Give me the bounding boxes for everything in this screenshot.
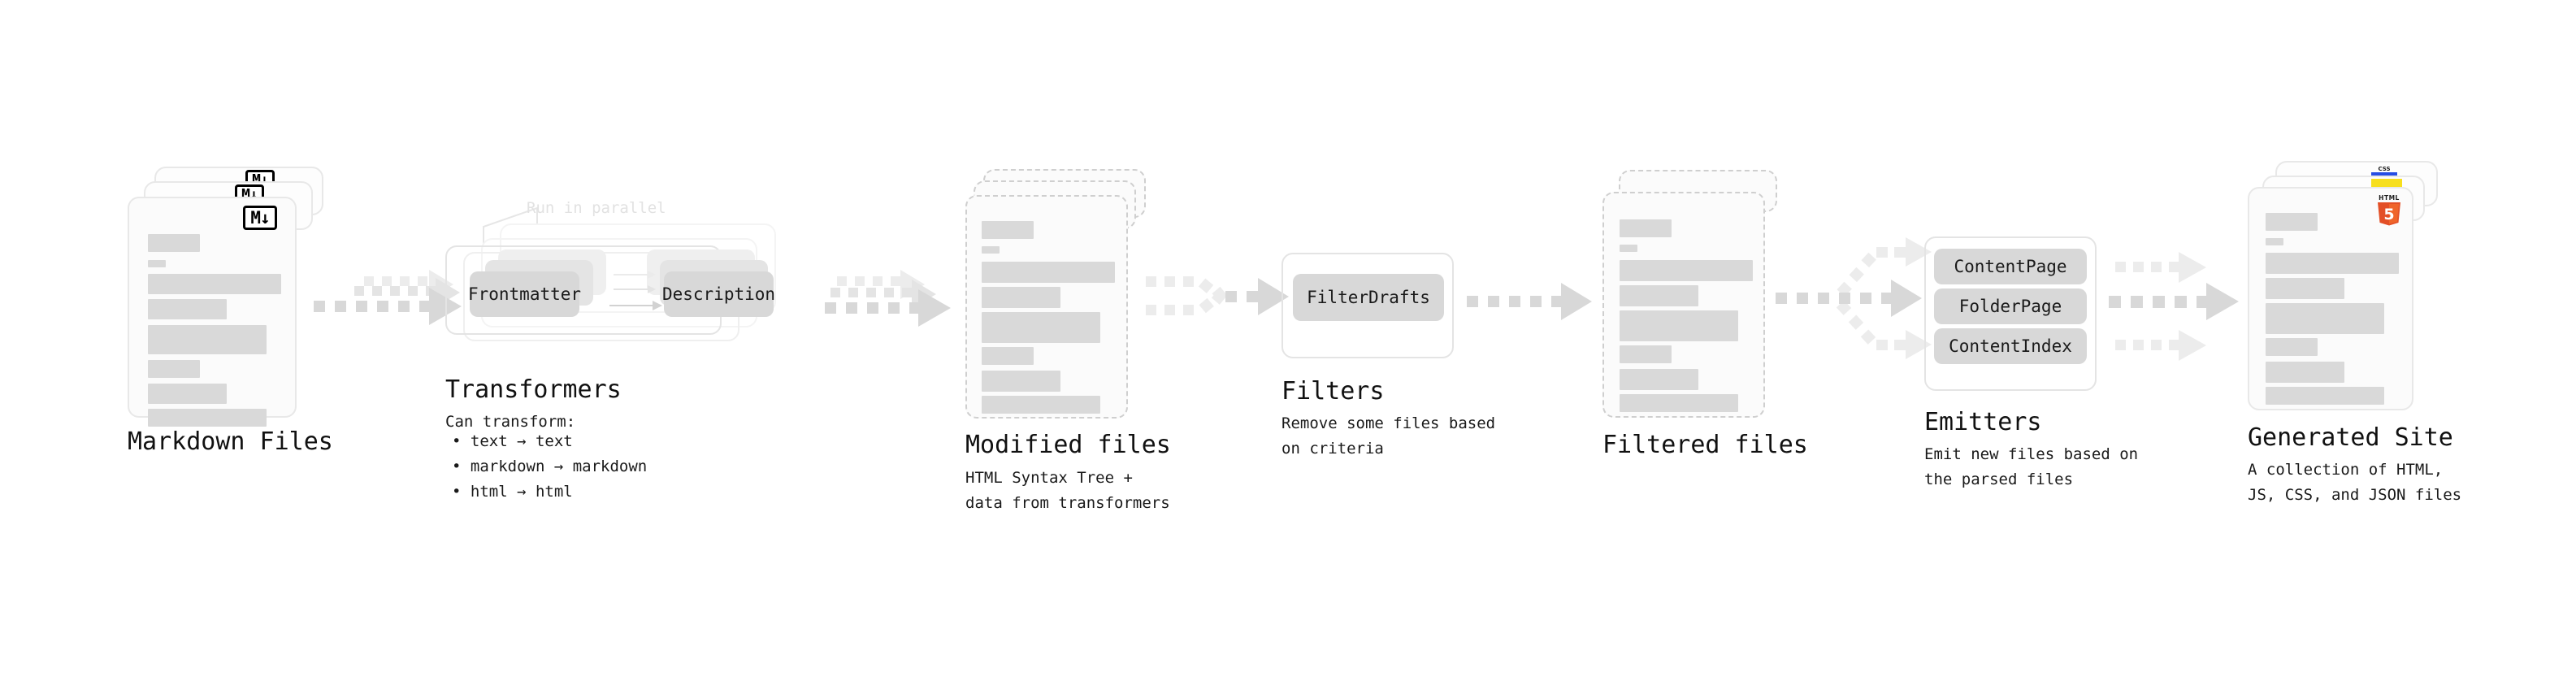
stage-title-filters: Filters: [1281, 377, 1385, 406]
svg-text:CSS: CSS: [2378, 166, 2390, 172]
skeleton-bar: [982, 347, 1034, 365]
stage-title-emitters: Emitters: [1924, 408, 2042, 436]
arrow-modified-to-filters: [1146, 276, 1289, 315]
skeleton-bar: [2266, 387, 2384, 405]
skeleton-bar: [1620, 394, 1738, 412]
skeleton-bar: [2266, 278, 2344, 299]
skeleton-bar: [1620, 369, 1698, 390]
skeleton-bar: [982, 262, 1115, 283]
skeleton-bar: [2266, 238, 2283, 245]
transformer-inner-arrows: [609, 271, 662, 310]
filter-node-filterdrafts[interactable]: FilterDrafts: [1293, 274, 1444, 321]
skeleton-bar: [2266, 213, 2318, 231]
emitters-box: [1924, 236, 2097, 391]
generated-site-subtitle: A collection of HTML, JS, CSS, and JSON …: [2248, 461, 2462, 504]
arrow-markdown-to-transformers: [314, 270, 462, 325]
skeleton-bar: [1620, 345, 1672, 363]
skeleton-bar: [982, 371, 1060, 392]
stage-title-generated-site: Generated Site: [2248, 423, 2453, 452]
run-in-parallel-label: Run in parallel: [527, 199, 666, 217]
skeleton-bar: [2266, 338, 2318, 356]
skeleton-bar: [148, 299, 227, 319]
emitters-subtitle: Emit new files based on the parsed files: [1924, 445, 2139, 488]
skeleton-bar: [1620, 260, 1753, 281]
skeleton-bar: [1620, 219, 1672, 237]
skeleton-bar: [1620, 285, 1698, 306]
skeleton-bar: [148, 274, 281, 294]
skeleton-bar: [148, 360, 200, 378]
arrow-filters-to-filtered: [1467, 283, 1592, 320]
skeleton-bar: [148, 260, 166, 267]
skeleton-bar: [148, 325, 267, 354]
skeleton-bar: [982, 246, 1000, 254]
modified-files-subtitle: HTML Syntax Tree + data from transformer…: [965, 469, 1170, 512]
skeleton-bar: [982, 287, 1060, 308]
css3-icon: CSS: [2371, 166, 2397, 176]
transformers-bullet-list: • text → text • markdown → markdown • ht…: [452, 429, 647, 504]
html5-icon: HTML 5: [2378, 194, 2400, 226]
transformers-bullet: • html → html: [452, 482, 573, 501]
transformers-caption: Can transform:: [445, 413, 576, 431]
svg-text:HTML: HTML: [2379, 194, 2400, 202]
skeleton-bar: [982, 396, 1100, 414]
skeleton-bar: [2266, 362, 2344, 383]
arrow-filtered-to-emitters: [1776, 237, 1932, 359]
skeleton-bar: [1620, 310, 1738, 341]
run-in-parallel-bracket: [483, 206, 538, 245]
transformers-bullet: • text → text: [452, 432, 573, 450]
emitter-node-folderpage[interactable]: FolderPage: [1934, 288, 2087, 324]
skeleton-bar: [982, 312, 1100, 343]
emitter-node-contentindex[interactable]: ContentIndex: [1934, 328, 2087, 364]
skeleton-bar: [148, 409, 267, 427]
transformers-bullet: • markdown → markdown: [452, 457, 648, 475]
skeleton-bar: [148, 234, 200, 252]
emitter-node-contentpage[interactable]: ContentPage: [1934, 249, 2087, 284]
arrow-emitters-to-site: [2109, 252, 2239, 361]
stage-title-transformers: Transformers: [445, 375, 622, 404]
skeleton-bar: [1620, 245, 1637, 252]
arrow-transformers-to-modified: [825, 270, 951, 327]
filters-box: [1281, 253, 1454, 358]
transformer-node-frontmatter[interactable]: Frontmatter: [468, 271, 581, 317]
stage-title-modified-files: Modified files: [965, 431, 1171, 459]
svg-text:5: 5: [2383, 206, 2394, 223]
stage-title-markdown-files: Markdown Files: [128, 427, 333, 456]
stage-title-filtered-files: Filtered files: [1602, 431, 1808, 459]
skeleton-bar: [148, 384, 227, 404]
filters-subtitle: Remove some files based on criteria: [1281, 414, 1496, 458]
skeleton-bar: [982, 221, 1034, 239]
transformer-node-description[interactable]: Description: [662, 271, 775, 317]
markdown-icon-front: M↓: [243, 206, 277, 230]
skeleton-bar: [2266, 303, 2384, 334]
skeleton-bar: [2266, 253, 2399, 274]
